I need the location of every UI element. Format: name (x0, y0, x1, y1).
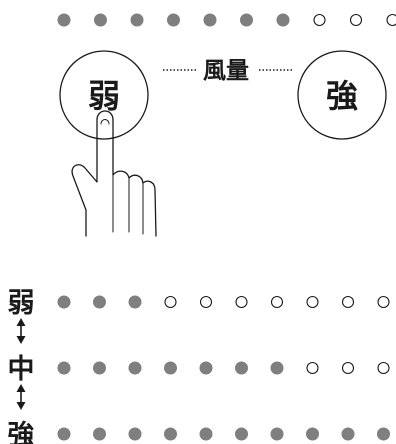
level-indicator-unlit-dot (235, 295, 248, 309)
level-indicator-lit-dot (341, 427, 355, 441)
top-indicator-lit-dot (94, 13, 107, 27)
level-indicator-lit-dot (199, 361, 213, 375)
up-down-arrow-icon (16, 384, 26, 410)
level-indicator-lit-dot (377, 427, 390, 441)
level-indicator-unlit-dot (377, 361, 390, 375)
level-indicator-lit-dot (57, 361, 71, 375)
level-indicator-lit-dot (270, 427, 284, 441)
level-row: 弱 (8, 288, 390, 319)
level-indicator-unlit-dot (306, 361, 319, 375)
level-indicator-lit-dot (93, 427, 106, 441)
top-indicator-unlit-dot (313, 13, 326, 27)
airflow-label: 風量 (203, 58, 249, 84)
strong-button[interactable]: 強 (297, 50, 387, 140)
top-indicator-lit-dot (57, 13, 71, 27)
level-label: 弱 (8, 288, 35, 319)
top-indicator-lit-dot (276, 13, 290, 27)
level-indicator-lit-dot (235, 427, 248, 441)
pointing-hand-icon (71, 110, 157, 237)
weak-button-label: 弱 (88, 77, 120, 115)
level-indicator-lit-dot (235, 361, 248, 375)
level-indicator-lit-dot (270, 361, 284, 375)
level-indicator-unlit-dot (377, 295, 390, 309)
top-indicator-lit-dot (130, 13, 144, 27)
top-indicator-lit-dot (240, 13, 253, 27)
top-indicator-unlit-dot (349, 13, 363, 27)
level-indicator-lit-dot (199, 427, 213, 441)
top-indicator-row (57, 13, 396, 27)
level-indicator-unlit-dot (306, 295, 319, 309)
level-indicator-unlit-dot (341, 361, 355, 375)
level-indicator-lit-dot (128, 295, 142, 309)
top-indicator-lit-dot (167, 13, 180, 27)
level-indicator-lit-dot (164, 361, 177, 375)
level-label: 強 (8, 420, 35, 444)
strong-button-label: 強 (326, 77, 358, 115)
top-indicator-lit-dot (203, 13, 217, 27)
level-indicator-lit-dot (93, 361, 106, 375)
level-indicator-lit-dot (128, 427, 142, 441)
level-indicator-lit-dot (57, 427, 71, 441)
level-indicator-lit-dot (128, 361, 142, 375)
top-indicator-unlit-dot (386, 13, 396, 27)
up-down-arrow-icon (16, 318, 26, 344)
speed-level-legend: 弱中強 (8, 288, 390, 444)
level-indicator-lit-dot (57, 295, 71, 309)
level-row: 強 (8, 420, 390, 444)
level-indicator-lit-dot (93, 295, 106, 309)
level-indicator-unlit-dot (164, 295, 177, 309)
weak-button[interactable]: 弱 (59, 50, 149, 140)
level-indicator-unlit-dot (270, 295, 284, 309)
level-indicator-lit-dot (164, 427, 177, 441)
level-row: 中 (8, 354, 390, 385)
level-label: 中 (8, 354, 35, 385)
level-indicator-unlit-dot (199, 295, 213, 309)
level-indicator-lit-dot (306, 427, 319, 441)
level-indicator-unlit-dot (341, 295, 355, 309)
